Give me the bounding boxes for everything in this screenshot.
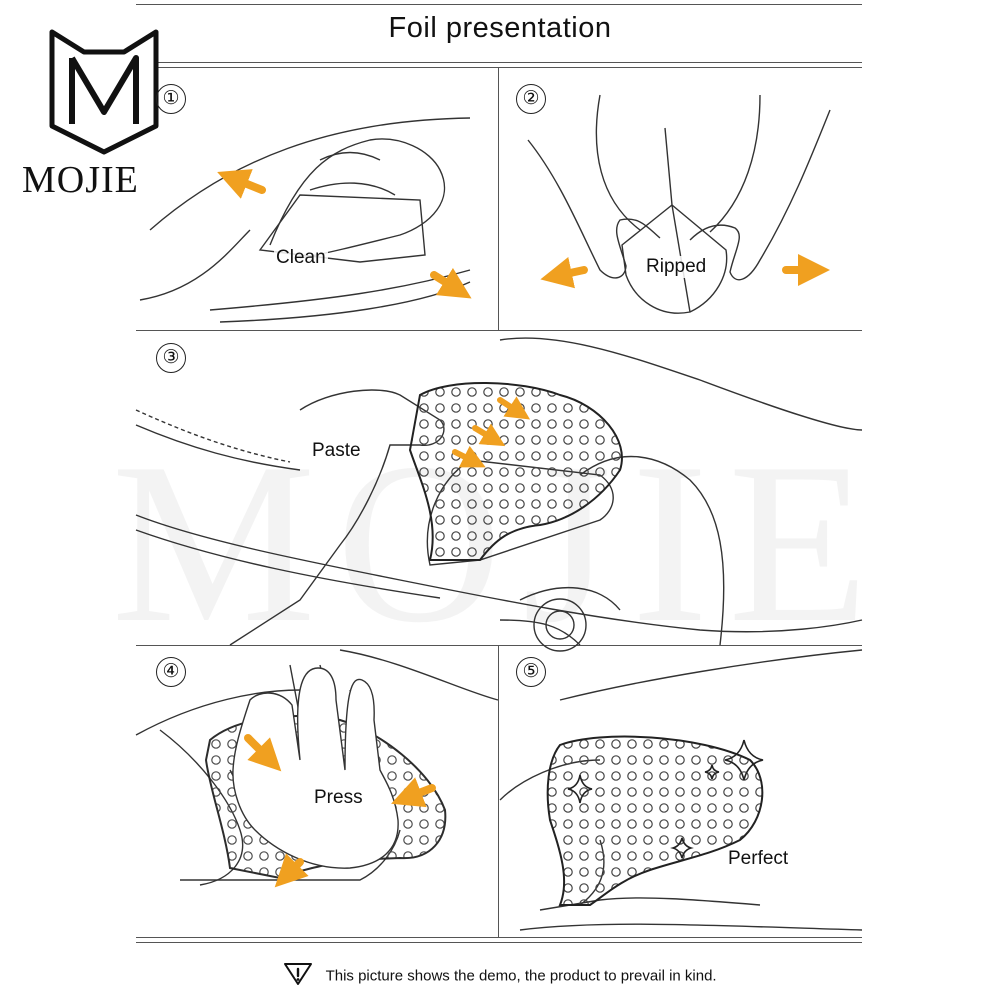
step-number-2: ② [516,84,546,114]
logo-text: MOJIE [22,159,139,201]
arrow-icon [452,396,531,468]
header-divider-inner [136,67,862,68]
step-number-3: ③ [156,343,186,373]
step-number-4: ④ [156,657,186,687]
step-caption-paste: Paste [310,440,363,462]
header-divider [136,62,862,63]
top-border [136,4,862,5]
warning-triangle-icon [283,962,313,990]
step-number-5: ⑤ [516,657,546,687]
panel-divider-bottom [498,645,499,937]
step2-illustration [527,94,831,314]
footer-text: This picture shows the demo, the product… [325,967,717,985]
bottom-border-inner [136,942,862,943]
row-divider-1 [136,330,862,331]
step-caption-ripped: Ripped [644,256,709,278]
step-caption-clean: Clean [274,247,328,269]
page-title: Foil presentation [388,12,612,44]
shield-m-logo [49,29,159,155]
step-caption-perfect: Perfect [726,848,791,870]
step-number-1: ① [156,84,186,114]
panel-divider-top [498,67,499,330]
row-divider-2 [136,645,862,646]
pad-shape [546,735,764,906]
footer-note: This picture shows the demo, the product… [0,962,1000,990]
arrow-icon [540,254,830,289]
step-caption-press: Press [312,787,365,809]
press-hand [232,667,399,869]
pad-shape [408,382,623,561]
arrow-icon [217,169,472,299]
step1-illustration [139,117,471,323]
bottom-border [136,937,862,938]
arrow-icon [244,734,436,888]
sparkle-icon [567,739,764,859]
